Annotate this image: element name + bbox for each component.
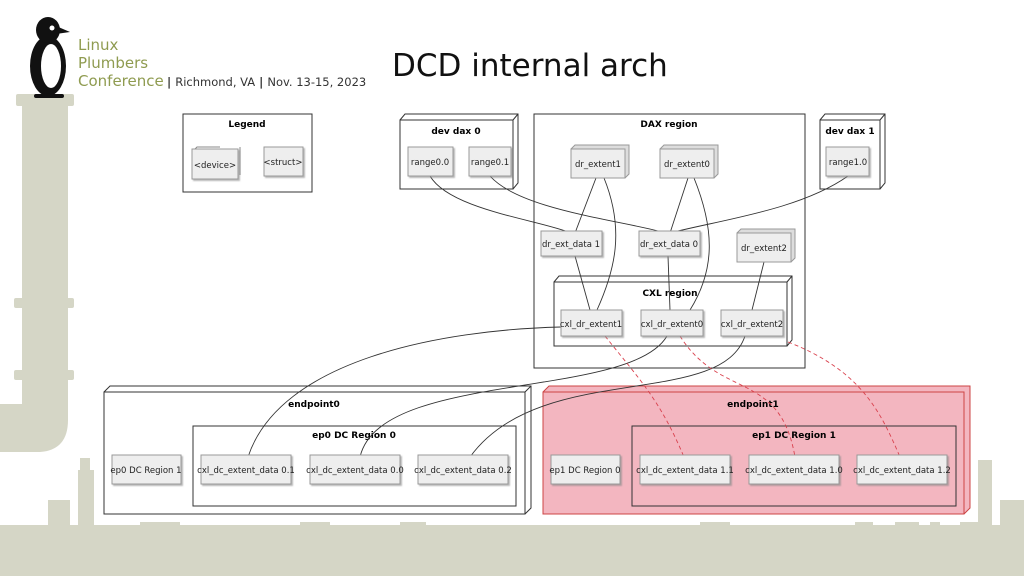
link-drextdata1-cxldrextent1 bbox=[574, 255, 591, 311]
dr-ext-data-1-node: dr_ext_data 1 bbox=[540, 230, 603, 257]
link-range10-drextdata0 bbox=[669, 175, 849, 234]
link-cxl1-dc01 bbox=[247, 326, 562, 458]
cxl-dr-extent0-node: cxl_dr_extent0 bbox=[640, 309, 704, 337]
link-drextdata0-cxldrextent0 bbox=[667, 255, 671, 311]
dev-dax-1-title: dev dax 1 bbox=[825, 127, 874, 137]
range01-node: range0.1 bbox=[468, 146, 512, 177]
link-cxl2-dc02 bbox=[469, 335, 746, 458]
cxl-region-title: CXL region bbox=[642, 289, 697, 299]
link-range00-drextdata1 bbox=[429, 175, 572, 234]
endpoint0-title: endpoint0 bbox=[288, 400, 340, 410]
dc-extent-data-11-node: cxl_dc_extent_data 1.1 bbox=[636, 454, 734, 485]
dr-extent1-node: dr_extent1 bbox=[570, 144, 630, 179]
dc-extent-data-00-label: cxl_dc_extent_data 0.0 bbox=[306, 466, 404, 476]
legend-device-node: <device> bbox=[191, 146, 241, 180]
cxl-dr-extent2-label: cxl_dr_extent2 bbox=[721, 320, 783, 330]
penguin-logo-icon bbox=[30, 17, 70, 98]
architecture-diagram: Legend dev dax 0 DAX region dev dax 1 bbox=[96, 108, 978, 522]
venue-info: |Richmond, VA|Nov. 13-15, 2023 bbox=[167, 75, 367, 89]
dc-extent-data-02-label: cxl_dc_extent_data 0.2 bbox=[414, 466, 512, 476]
dc-extent-data-10-node: cxl_dc_extent_data 1.0 bbox=[745, 454, 843, 485]
link-drextent2-cxldrextent2 bbox=[751, 261, 765, 311]
range10-node: range1.0 bbox=[825, 146, 870, 177]
ep0-dc-region-1-label: ep0 DC Region 1 bbox=[110, 466, 181, 476]
ep1-dc-region-1-title: ep1 DC Region 1 bbox=[752, 431, 836, 441]
dr-extent2-label: dr_extent2 bbox=[741, 244, 787, 254]
dc-extent-data-00-node: cxl_dc_extent_data 0.0 bbox=[306, 454, 404, 485]
dr-extent2-node: dr_extent2 bbox=[736, 228, 796, 263]
range00-label: range0.0 bbox=[411, 158, 449, 168]
dc-extent-data-12-label: cxl_dc_extent_data 1.2 bbox=[853, 466, 951, 476]
diagram-canvas: Legend dev dax 0 DAX region dev dax 1 bbox=[103, 113, 971, 515]
dr-extent1-label: dr_extent1 bbox=[575, 160, 621, 170]
dc-extent-data-01-node: cxl_dc_extent_data 0.1 bbox=[197, 454, 295, 485]
ep1-dc-region-0-node: ep1 DC Region 0 bbox=[549, 454, 621, 485]
ep1-dc-region-0-label: ep1 DC Region 0 bbox=[549, 466, 620, 476]
dax-region-title: DAX region bbox=[640, 120, 697, 130]
cxl-dr-extent2-node: cxl_dr_extent2 bbox=[720, 309, 784, 337]
link-drextent1-cxldrextent1 bbox=[596, 177, 617, 311]
dr-extent0-node: dr_extent0 bbox=[659, 144, 719, 179]
link-cxl0-dc00 bbox=[359, 335, 668, 458]
legend-struct-label: <struct> bbox=[264, 158, 303, 168]
dates: Nov. 13-15, 2023 bbox=[267, 75, 367, 89]
link-drextent1-drextdata1 bbox=[574, 177, 597, 234]
ep0-dc-region-0-title: ep0 DC Region 0 bbox=[312, 431, 396, 441]
dr-ext-data-0-node: dr_ext_data 0 bbox=[638, 230, 701, 257]
dr-extent0-label: dr_extent0 bbox=[664, 160, 710, 170]
dc-extent-data-01-label: cxl_dc_extent_data 0.1 bbox=[197, 466, 295, 476]
conference-line-3: Conference bbox=[78, 72, 164, 90]
cxl-dr-extent1-label: cxl_dr_extent1 bbox=[560, 320, 622, 330]
dc-extent-data-02-node: cxl_dc_extent_data 0.2 bbox=[414, 454, 512, 485]
link-drextent0-drextdata0 bbox=[669, 177, 689, 234]
endpoint1-title: endpoint1 bbox=[727, 400, 779, 410]
ep0-dc-region-1-node: ep0 DC Region 1 bbox=[110, 454, 182, 485]
solid-connectors bbox=[247, 175, 849, 458]
dr-ext-data-0-label: dr_ext_data 0 bbox=[640, 240, 698, 250]
location: Richmond, VA bbox=[175, 75, 256, 89]
dc-extent-data-12-node: cxl_dc_extent_data 1.2 bbox=[853, 454, 951, 485]
legend-title: Legend bbox=[228, 120, 265, 130]
legend-struct-node: <struct> bbox=[263, 146, 304, 177]
link-range01-drextdata0 bbox=[489, 175, 667, 234]
dev-dax-0-box: dev dax 0 bbox=[399, 113, 519, 190]
link-drextent0-cxldrextent0 bbox=[689, 177, 710, 311]
dc-extent-data-10-label: cxl_dc_extent_data 1.0 bbox=[745, 466, 843, 476]
conference-line-1: Linux bbox=[78, 36, 119, 54]
legend-device-label: <device> bbox=[194, 161, 236, 171]
range10-label: range1.0 bbox=[829, 158, 867, 168]
slide-title: DCD internal arch bbox=[392, 48, 668, 84]
dashed-connectors bbox=[604, 335, 901, 458]
cxl-dr-extent0-label: cxl_dr_extent0 bbox=[641, 320, 703, 330]
dev-dax-0-title: dev dax 0 bbox=[431, 127, 480, 137]
range00-node: range0.0 bbox=[407, 146, 454, 177]
dashed-cxl0-dc10 bbox=[679, 335, 796, 458]
dashed-cxl2-dc12 bbox=[787, 341, 901, 458]
dc-extent-data-11-label: cxl_dc_extent_data 1.1 bbox=[636, 466, 734, 476]
dr-ext-data-1-label: dr_ext_data 1 bbox=[542, 240, 600, 250]
dashed-cxl1-dc11 bbox=[604, 335, 685, 458]
cxl-dr-extent1-node: cxl_dr_extent1 bbox=[560, 309, 623, 337]
conference-line-2: Plumbers bbox=[78, 54, 149, 72]
range01-label: range0.1 bbox=[471, 158, 509, 168]
